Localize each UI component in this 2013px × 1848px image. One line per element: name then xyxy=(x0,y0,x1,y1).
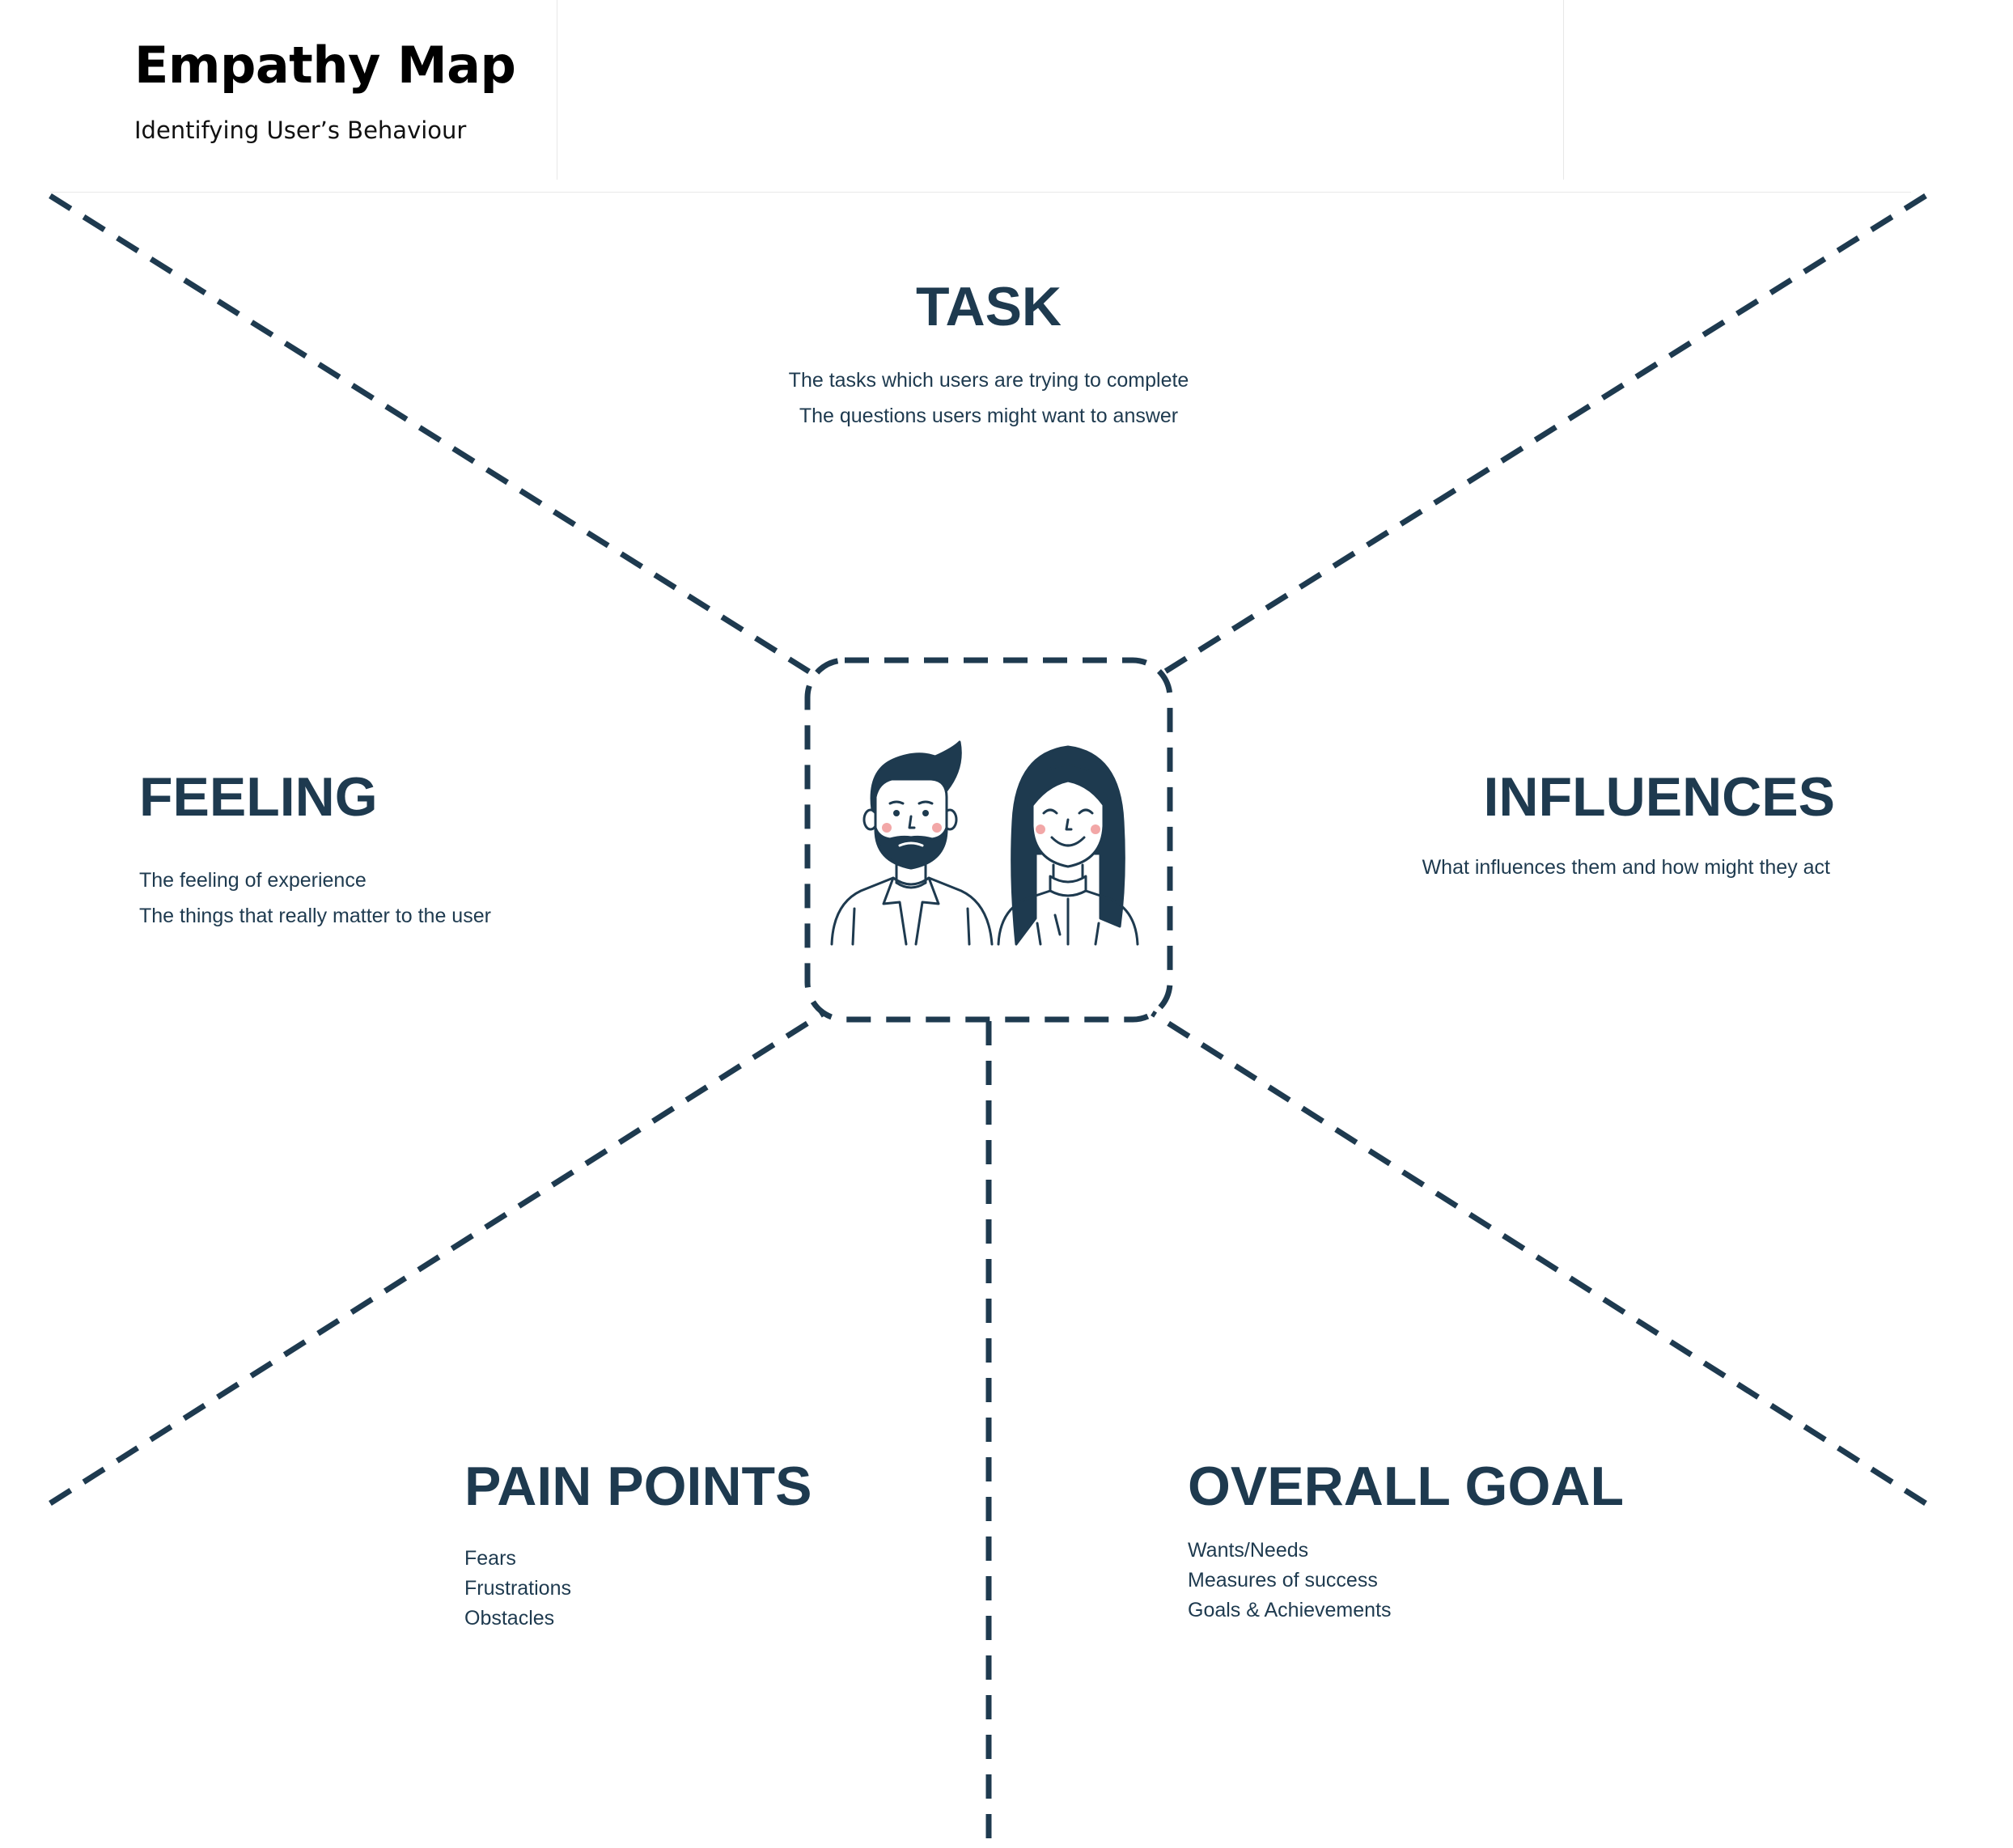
header-divider xyxy=(1563,0,1564,180)
section-title-task: TASK xyxy=(915,276,1062,337)
divider-line-top-right xyxy=(1163,193,1927,674)
section-line: Measures of success xyxy=(1188,1569,1378,1592)
center-frame xyxy=(804,657,1173,1023)
section-title-influences: INFLUENCES xyxy=(1483,766,1835,828)
section-desc-feeling: The feeling of experience The things tha… xyxy=(139,863,491,934)
users-icon xyxy=(830,740,1139,946)
section-line: The things that really matter to the use… xyxy=(139,905,491,927)
section-title-overall-goal: OVERALL GOAL xyxy=(1188,1456,1624,1517)
woman-figure xyxy=(997,745,1139,946)
header-divider xyxy=(50,192,1911,193)
section-desc-pain-points: Fears Frustrations Obstacles xyxy=(464,1544,571,1634)
divider-line-bottom-right xyxy=(1151,1011,1927,1506)
man-figure xyxy=(830,740,994,946)
section-title-feeling: FEELING xyxy=(139,766,378,828)
divider-line-top-left xyxy=(49,193,811,674)
section-line: Obstacles xyxy=(464,1607,555,1630)
page-title: Empathy Map xyxy=(134,36,516,95)
page-subtitle: Identifying User’s Behaviour xyxy=(134,117,467,144)
section-line: The questions users might want to answer xyxy=(799,405,1179,427)
section-desc-overall-goal: Wants/Needs Measures of success Goals & … xyxy=(1188,1536,1392,1625)
section-line: Frustrations xyxy=(464,1577,571,1600)
section-title-pain-points: PAIN POINTS xyxy=(464,1456,812,1517)
section-line: Goals & Achievements xyxy=(1188,1599,1392,1621)
section-line: The feeling of experience xyxy=(139,869,367,892)
section-line: The tasks which users are trying to comp… xyxy=(788,369,1189,392)
section-desc-influences: What influences them and how might they … xyxy=(1269,850,1830,885)
section-line: Fears xyxy=(464,1547,516,1570)
section-line: What influences them and how might they … xyxy=(1422,856,1830,879)
divider-line-bottom-left xyxy=(49,1011,825,1506)
section-desc-task: The tasks which users are trying to comp… xyxy=(706,362,1272,434)
section-line: Wants/Needs xyxy=(1188,1539,1309,1562)
